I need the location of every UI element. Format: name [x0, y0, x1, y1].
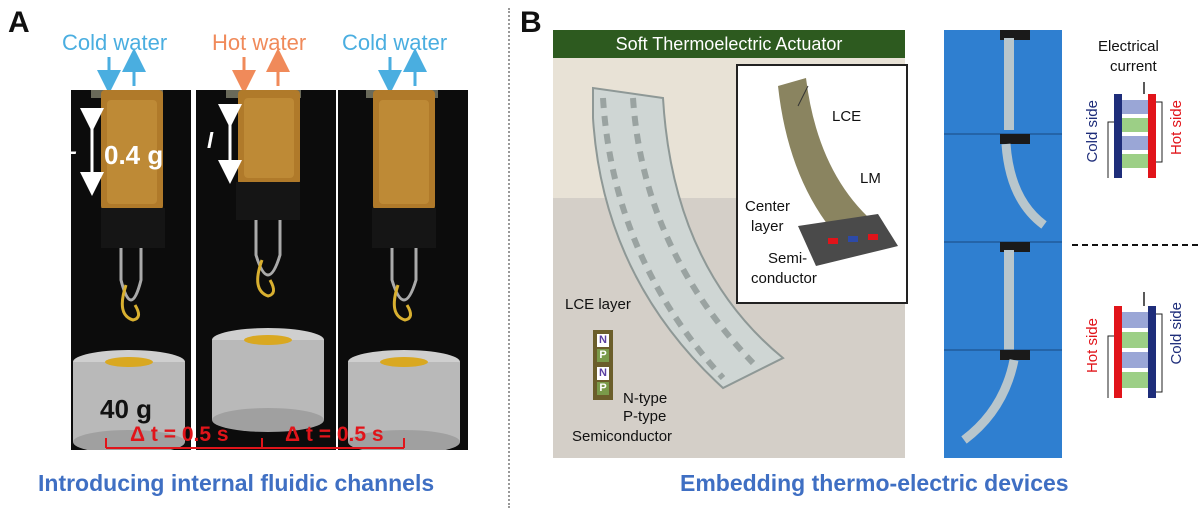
length-label-l: l — [207, 128, 214, 153]
cell-n: N — [597, 367, 609, 380]
delta-t-1: Δ t = 0.5 s — [130, 423, 229, 446]
cell-p: P — [597, 382, 609, 395]
panel-divider — [508, 8, 510, 508]
mass-large-label: 40 g — [100, 394, 153, 424]
inset-lm-label: LM — [860, 170, 881, 187]
state-divider — [1072, 244, 1198, 246]
panel-a-letter: A — [8, 6, 30, 39]
banner-text: Soft Thermoelectric Actuator — [615, 34, 843, 54]
length-arrows — [80, 104, 242, 196]
peltier-top-icon — [1107, 82, 1163, 178]
bending-sequence-illustration — [944, 30, 1062, 444]
inset-center-label-1: Center — [745, 198, 791, 215]
inset-semi-label-1: Semi- — [768, 250, 808, 267]
delta-t-2: Δ t = 0.5 s — [285, 423, 384, 446]
stack-semiconductor-label: Semiconductor — [572, 428, 673, 445]
inset-illustration — [778, 78, 898, 266]
time-bracket — [105, 438, 405, 449]
stack-p-type-label: P-type — [623, 408, 667, 425]
water-label-3: Cold water — [342, 30, 448, 55]
inset-lce-label: LCE — [832, 108, 862, 125]
banner: Soft Thermoelectric Actuator — [553, 30, 905, 58]
cold-side-top-label: Cold side — [1084, 100, 1101, 163]
cold-state-illustration — [73, 90, 185, 450]
peltier-bottom-icon — [1107, 292, 1163, 398]
mass-small-label: 0.4 g — [104, 140, 164, 170]
caption-b: Embedding thermo-electric devices — [680, 470, 1069, 496]
stack-n-type-label: N-type — [623, 390, 668, 407]
electrical-label-2: current — [1110, 58, 1157, 75]
photo-frame-3 — [338, 90, 468, 450]
hot-side-bottom-label: Hot side — [1084, 318, 1101, 374]
stack-lce-layer-label: LCE layer — [565, 296, 631, 313]
water-label-1: Cold water — [62, 30, 168, 55]
flow-arrows — [97, 48, 427, 94]
panel-b-letter: B — [520, 6, 542, 39]
electrical-label-1: Electrical — [1098, 38, 1159, 55]
hot-state-illustration — [212, 90, 324, 432]
semiconductor-stack: N P N P — [593, 330, 613, 400]
cell-p: P — [597, 349, 609, 362]
water-label-2: Hot water — [212, 30, 307, 55]
inset-diagram — [736, 64, 908, 304]
cold-state-illustration — [348, 90, 460, 450]
caption-a: Introducing internal fluidic channels — [38, 470, 435, 496]
inset-center-label-2: layer — [751, 218, 784, 235]
cold-side-bottom-label: Cold side — [1168, 302, 1185, 365]
length-label-L: L — [64, 134, 78, 159]
cell-n: N — [597, 334, 609, 347]
photo-frame-1 — [71, 90, 191, 450]
inset-semi-label-2: conductor — [751, 270, 817, 287]
hot-side-top-label: Hot side — [1168, 100, 1185, 156]
bending-photo-strip — [944, 30, 1062, 458]
